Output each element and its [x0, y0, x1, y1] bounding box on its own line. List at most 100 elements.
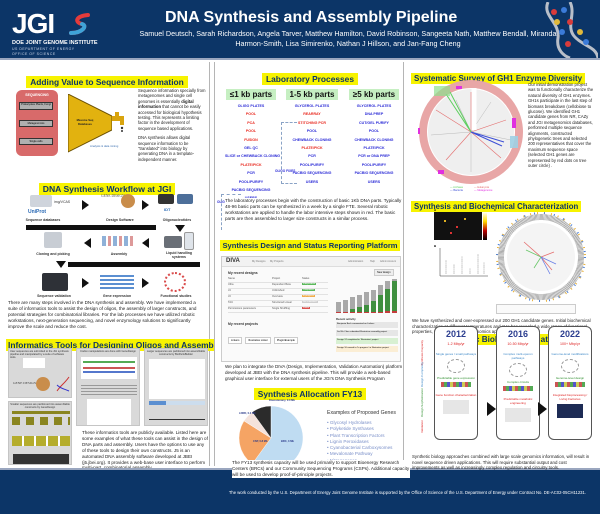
sequencer-image — [42, 273, 68, 291]
vision-row-label: Design Sophistication — [420, 388, 424, 417]
lab-step: GLYCEROL PLATES — [294, 104, 330, 108]
dna-helix-icon — [545, 2, 598, 58]
nav-help[interactable]: Help — [370, 260, 375, 263]
monkey-icon — [121, 194, 135, 208]
gene-item: • Cyanobacterial Carboxysomes — [327, 445, 393, 451]
gene-item: • Plant Transcription Factors — [327, 432, 385, 438]
liquid-handler-image — [164, 236, 182, 248]
gene-item: • Glycosyl Hydrolases — [327, 420, 372, 425]
design-name: Permissions parameters — [228, 307, 256, 310]
seq-item-metagenomics: Metagenomics — [19, 120, 53, 127]
lab-step: PCR — [308, 154, 316, 159]
phylogenetic-tree — [418, 80, 523, 184]
design-name: J3 — [228, 295, 231, 298]
vision-row-label: Design Complexity — [420, 362, 424, 388]
pie-label: LDRD, 0.2 Mb — [239, 411, 256, 415]
sequencing-diagram: SEQUENCING Prokaryotes Plants, Fungi Met… — [12, 90, 130, 160]
lab-step: DNA PREP — [364, 112, 384, 117]
plasmid-icon — [447, 359, 465, 373]
logo-office: OFFICE OF SCIENCE — [12, 52, 56, 56]
bioparts-image — [149, 359, 205, 399]
vision-validation: Integrated bioprocessing / Living Factor… — [552, 393, 588, 401]
oligo-synth-image — [177, 194, 193, 204]
project-chip[interactable]: Plugin/Example — [273, 337, 298, 344]
arrow-left-icon — [142, 238, 149, 248]
codon-grid-image — [87, 399, 131, 425]
status-badge: Completed — [302, 289, 315, 291]
new-design-button[interactable]: New design — [374, 269, 394, 276]
bioparts-line — [149, 419, 205, 420]
faucet-icon — [112, 112, 124, 132]
logo-text: JGI — [12, 8, 55, 39]
vision-validation: Gene function characterization — [435, 393, 477, 397]
circular-tree — [496, 212, 586, 302]
arrow-right-icon — [487, 402, 496, 416]
gene-item: • Lignin Peroxidases — [327, 438, 369, 444]
panel-submission: User sequences are submitted to the JGI … — [8, 348, 72, 398]
monkey-icon — [36, 377, 50, 391]
design-project: Overview — [272, 295, 283, 298]
assembly-overlap — [12, 436, 70, 446]
footer: The work conducted by the U.S. Departmen… — [0, 468, 600, 514]
project-chip[interactable]: Illustrative Linker — [245, 337, 271, 344]
gene-design-logo: GENE DESIGN — [101, 194, 125, 198]
lab-step: STITCHING PCR — [298, 120, 326, 125]
panel-b-label: B — [434, 244, 437, 248]
design-project: Single Shuffling — [272, 307, 290, 310]
recent-designs-label: My recent designs — [228, 271, 258, 275]
arrow-right-icon — [82, 278, 89, 288]
oligo-fix-loop — [221, 194, 241, 230]
design-name: J4 — [228, 289, 231, 292]
nav-account[interactable]: Admin Account — [380, 260, 396, 263]
recent-activity-label: Recent activity — [336, 317, 356, 321]
arrow-right-icon — [142, 278, 149, 288]
design-name: Ultra — [228, 283, 234, 286]
nav-my-projects[interactable]: My Projects — [270, 260, 284, 263]
project-chip[interactable]: Linkers — [228, 337, 243, 344]
authors: Samuel Deutsch, Sarah Richardson, Angela… — [139, 29, 557, 48]
lab-step: USERS — [367, 179, 381, 184]
diva-navbar: DIVA My Designs My Projects Administrati… — [222, 257, 400, 267]
idt-logo: IDT — [164, 207, 171, 212]
nav-admin[interactable]: Administration — [348, 260, 364, 263]
poster-title: DNA Synthesis and Assembly Pipeline — [165, 9, 458, 26]
panel-a-label: A — [434, 208, 437, 212]
nav-my-designs[interactable]: My Designs — [252, 260, 266, 263]
lab-step: GEL QC — [244, 146, 258, 151]
step-liquid-handling: Liquid handling systems — [165, 251, 193, 259]
assembly-image — [102, 236, 134, 246]
lab-step: PACBIO SEQUENCING — [354, 171, 394, 176]
assembly-bar — [12, 411, 70, 414]
vision-card-2012: 2012 1-2 Mbp/yr Single genes / small pat… — [434, 326, 478, 440]
activity-item: Design 12 completed in 'Illustrative' pr… — [336, 338, 398, 344]
lab-processes-title: Laboratory Processes — [262, 73, 358, 85]
lab-processes-text: The laboratory processes begin with the … — [225, 198, 403, 222]
vision-rate: 10-50 Mbp/yr — [507, 342, 529, 346]
vision-card-2016: 2016 10-50 Mbp/yr Complex multi-operon p… — [496, 326, 540, 440]
lab-step: CUT/GEL PURIFY — [359, 120, 389, 125]
lab-step: PACBIO SEQUENCING — [231, 188, 271, 193]
gene-expression-image — [100, 275, 134, 289]
lab-step: POOL — [368, 129, 380, 134]
workflow-diagram: img/VCAS UniProt Sequence databases GENE… — [4, 192, 210, 302]
vision-year: 2016 — [507, 329, 529, 339]
left-column: Adding Value to Sequence Information SEQ… — [4, 62, 230, 470]
lab-step: PLATE/PICK — [301, 146, 323, 151]
vision-circuit: Predictable gene expression — [437, 376, 475, 380]
column-header: Name — [228, 277, 235, 280]
step-assembly: Assembly — [110, 252, 128, 256]
workflow-title: DNA Synthesis Workflow at JGI — [38, 183, 176, 195]
bar — [350, 297, 355, 313]
validation-image — [443, 400, 469, 414]
vision-card-2022: 2022 100+ Mbp/yr Genome-level modificati… — [548, 326, 592, 440]
